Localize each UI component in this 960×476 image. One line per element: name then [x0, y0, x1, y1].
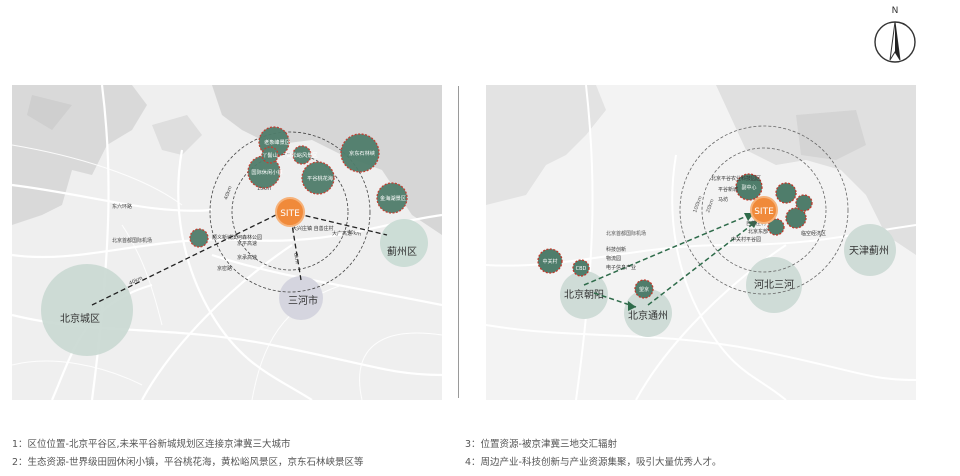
label-jingcheng: 京承高速: [237, 254, 257, 261]
label-distance-a: 100km: [692, 195, 704, 213]
compass-label: N: [892, 6, 899, 16]
caption-4: 4：周边产业-科技创新与产业资源集聚，吸引大量优秀人才。: [465, 457, 722, 468]
resource-shunyi-park: 顺义新城滨河森林公园: [212, 234, 262, 241]
resource-cbd: CBD: [576, 266, 587, 272]
captions-right: 3：位置资源-被京津冀三地交汇辐射 4：周边产业-科技创新与产业资源集聚，吸引大…: [465, 436, 721, 472]
label-village: 自善庄村: [746, 220, 766, 227]
resource-east-beijing: 北京东部: [748, 228, 768, 235]
resource-peach-blossom: 平谷桃花海: [307, 174, 333, 182]
resource-tech: 科技创新: [606, 246, 626, 253]
city-tongzhou: 北京通州: [628, 309, 668, 322]
map-divider: [458, 86, 459, 398]
city-hebei-sanhe: 河北三河: [754, 279, 794, 291]
label-daguang: 大广高速: [332, 230, 352, 237]
resource-village: 大兴庄镇 自善庄村: [292, 225, 334, 232]
site-marker: [275, 197, 305, 227]
label-jingping: 京平高速: [237, 240, 257, 247]
resource-mafang: 马坊: [718, 196, 728, 203]
resource-jinhai-lake: 金海湖景区: [380, 194, 406, 202]
label-airport: 北京首都国际机场: [112, 237, 152, 244]
label-east-sixth-ring: 东六环路: [112, 203, 132, 210]
city-beijing: 北京城区: [60, 312, 100, 325]
resource-laoxiangfeng: 老象峰景区: [264, 138, 290, 146]
resource-logistics: 物流园: [606, 255, 621, 262]
label-distance-c: 6km: [292, 252, 300, 264]
resource-zgc-pinggu: 中关村平谷园: [731, 236, 761, 243]
mountain-terrain: [486, 85, 606, 205]
city-jizhou: 蓟州区: [387, 245, 417, 258]
captions-left: 1：区位位置-北京平谷区,未来平谷新城规划区连接京津冀三大城市 2：生态资源-世…: [12, 436, 363, 472]
label-distance-e: 15km: [257, 186, 271, 192]
label-distance-b: 40km: [347, 229, 362, 238]
label-distance-a: 40km: [128, 275, 143, 287]
label-distance-d: 40km: [223, 185, 234, 200]
city-chaoyang: 北京朝阳: [564, 288, 604, 301]
caption-2: 2：生态资源-世界级田园休闲小镇，平谷桃花海，黄松峪风景区，京东石林峡景区等: [12, 457, 364, 468]
resource-wangjing: 望京: [639, 286, 649, 293]
resource-pinggu-newtown: 平谷新城: [718, 186, 738, 193]
north-arrow-icon: N: [874, 6, 916, 63]
site-label: SITE: [754, 207, 774, 217]
resource-leisure-town: 国际休闲小镇: [251, 168, 282, 176]
industry-map: 北京朝阳 北京通州 河北三河 天津蓟州 北京首都国际机场 100km 20km …: [486, 85, 916, 400]
resource-agri-park: 北京平谷农业科技园区: [711, 175, 761, 182]
resource-airport-zone: 临空经济区: [801, 230, 826, 237]
resource-subcenter: 副中心: [741, 184, 756, 191]
site-marker: [750, 196, 778, 224]
resource-shilinxia: 京东石林峡: [349, 149, 376, 157]
caption-1: 1：区位位置-北京平谷区,未来平谷新城规划区连接京津冀三大城市: [12, 439, 291, 450]
site-label: SITE: [280, 209, 300, 219]
city-tianjin-jizhou: 天津蓟州: [849, 244, 889, 257]
label-jingmi: 京密路: [217, 265, 232, 272]
label-airport: 北京首都国际机场: [606, 230, 646, 237]
caption-3: 3：位置资源-被京津冀三地交汇辐射: [465, 439, 617, 450]
label-distance-b: 20km: [705, 198, 716, 213]
resource-yajishan: 丫髻山: [262, 151, 278, 159]
location-map: 北京城区 三河市 蓟州区 东六环路 北京首都国际机场 京平高速 京承高速 京密路…: [12, 85, 442, 400]
resource-electronics: 电子信息产业: [606, 264, 636, 271]
city-sanhe: 三河市: [288, 294, 318, 307]
resource-huangsongyu: 黄松峪风景区: [286, 151, 317, 159]
resource-zhongguancun: 中关村: [542, 258, 557, 265]
